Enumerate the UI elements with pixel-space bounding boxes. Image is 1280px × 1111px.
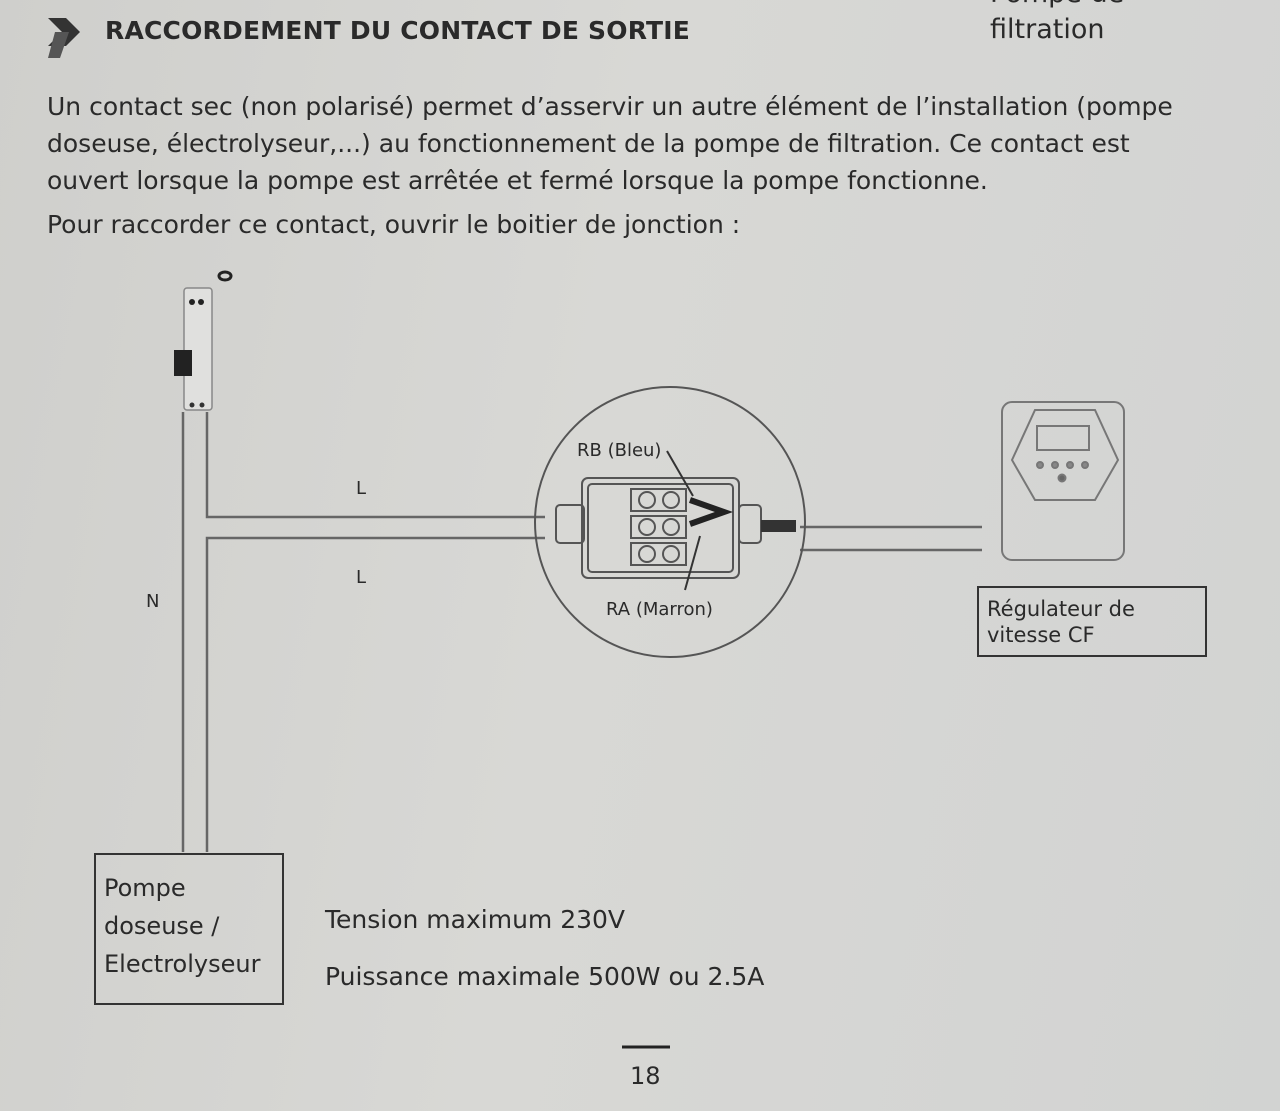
paragraph-line-3: ouvert lorsque la pompe est arrêtée et f… [47,166,988,195]
wire-label-l-lower: L [356,567,367,588]
side-label-bottom: filtration [990,14,1105,45]
regulator-label-box: Régulateur de vitesse CF [977,586,1207,657]
spec-voltage: Tension maximum 230V [325,905,626,934]
circuit-breaker-icon [174,270,233,411]
pump-label-line-2: doseuse / [104,912,220,940]
paragraph-line-1: Un contact sec (non polarisé) permet d’a… [47,92,1173,121]
ra-label: RA (Marron) [606,599,713,620]
wire-label-l-upper: L [356,478,367,499]
wire-label-n: N [146,591,160,612]
section-title: RACCORDEMENT DU CONTACT DE SORTIE [105,16,691,45]
junction-box-detail [534,386,806,658]
rb-label: RB (Bleu) [577,440,662,461]
pump-label-line-1: Pompe [104,874,186,902]
page-number: 18 [630,1062,661,1090]
pump-label-box: Pompe doseuse / Electrolyseur [94,853,284,1005]
pump-label-line-3: Electrolyseur [104,950,261,978]
wires [181,412,982,852]
regulator-label-line-1: Régulateur de [987,597,1135,621]
side-label-top: Pompe de [990,0,1124,9]
regulator-label-line-2: vitesse CF [987,623,1095,647]
section-arrow-icon [48,18,80,58]
instruction-text: Pour raccorder ce contact, ouvrir le boi… [47,210,741,239]
spec-power: Puissance maximale 500W ou 2.5A [325,962,765,991]
speed-regulator-icon [1001,401,1125,561]
paragraph-line-2: doseuse, électrolyseur,...) au fonctionn… [47,129,1130,158]
